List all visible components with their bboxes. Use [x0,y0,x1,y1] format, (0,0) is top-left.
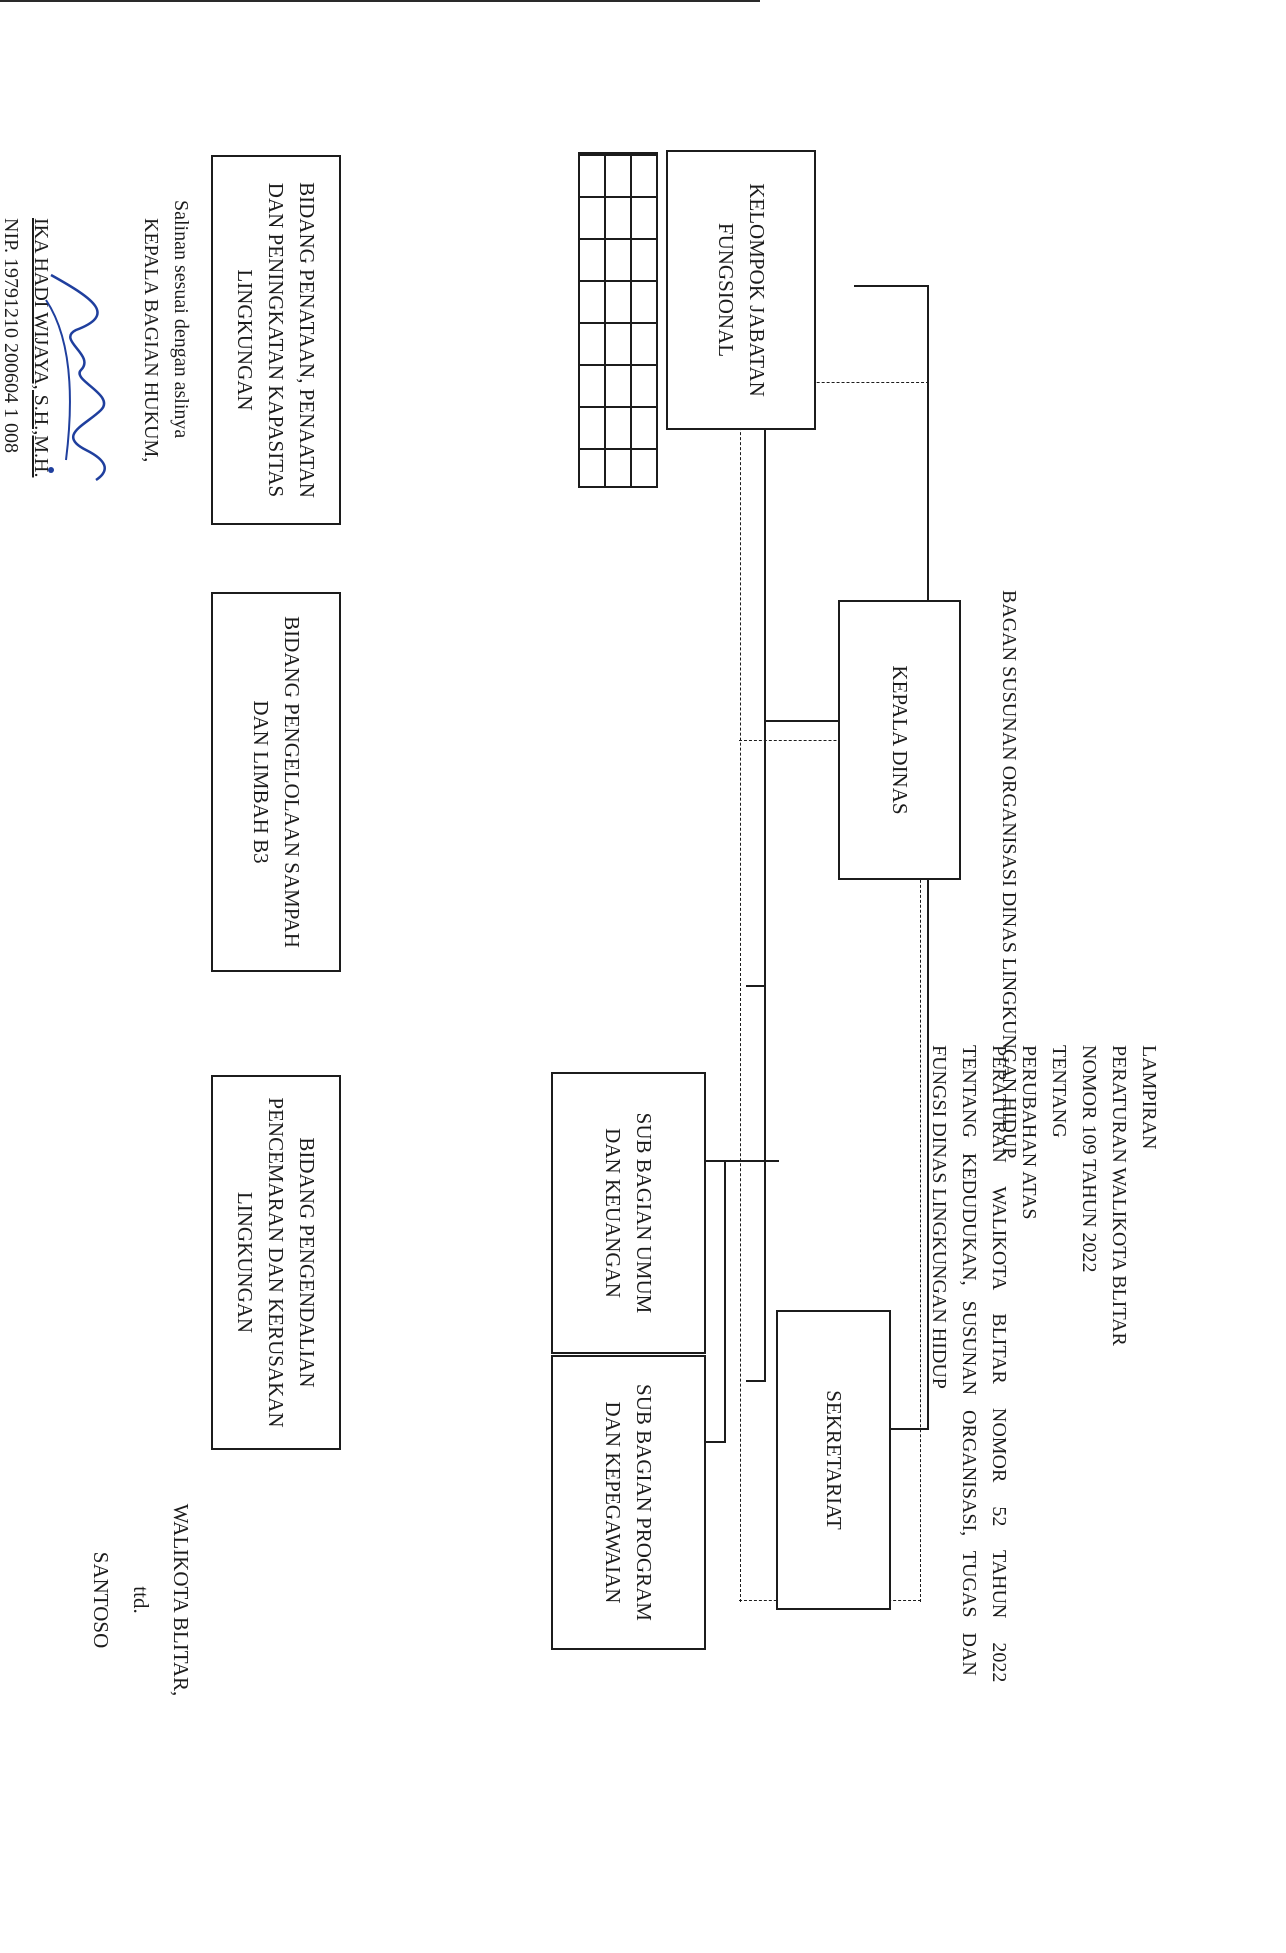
certifier-nip: NIP. 19791210 200604 1 008 [0,218,22,454]
bidang-sampah-line-1: BIDANG PENGELOLAAN SAMPAH [280,616,304,948]
box-bidang-penataan: BIDANG PENATAAN, PENAATAN DAN PENINGKATA… [211,155,341,525]
connector-sub-program [704,1160,726,1162]
walikota-ttd: ttd. [129,1586,153,1614]
connector-bidang-sampah [746,985,766,987]
walikota-signature-block: WALIKOTA BLITAR, ttd. SANTOSO [81,1450,201,1750]
header-line-kedudukan: TENTANG KEDUDUKAN, SUSUNAN ORGANISASI, T… [958,1045,980,1676]
sub-umum-line-1: SUB BAGIAN UMUM [632,1112,657,1314]
chart-title: BAGAN SUSUNAN ORGANISASI DINAS LINGKUNGA… [998,590,1020,1159]
sekretariat-label: SEKRETARIAT [822,1390,846,1530]
box-bidang-pengelolaan-sampah: BIDANG PENGELOLAAN SAMPAH DAN LIMBAH B3 [211,592,341,972]
fungsional-grid [578,152,658,488]
fungsional-line-1: KELOMPOK JABATAN [745,183,769,397]
box-sekretariat: SEKRETARIAT [776,1310,891,1610]
box-bidang-pengendalian: BIDANG PENGENDALIAN PENCEMARAN DAN KERUS… [211,1075,341,1450]
connector-fungsional [854,285,929,287]
connector-sekretariat-down [887,1428,929,1430]
bidang-pengendalian-line-2: PENCEMARAN DAN KERUSAKAN [264,1097,289,1428]
dashed-coordination-horizontal [740,382,741,1602]
bidang-sampah-line-2: DAN LIMBAH B3 [249,700,273,864]
sub-program-line-2: DAN KEPEGAWAIAN [601,1401,626,1604]
bidang-penataan-line-3: LINGKUNGAN [233,269,258,411]
box-kelompok-jabatan-fungsional: KELOMPOK JABATAN FUNGSIONAL [666,150,816,430]
connector-sub-umum [704,1441,726,1443]
box-sub-bagian-umum: SUB BAGIAN UMUM DAN KEUANGAN [551,1072,706,1354]
header-line-lampiran: LAMPIRAN [1138,1045,1160,1150]
connector-subbag-horizontal [724,1160,726,1443]
header-line-nomor: NOMOR 109 TAHUN 2022 [1078,1045,1100,1273]
connector-bidang-horizontal [764,382,766,1382]
box-sub-bagian-program: SUB BAGIAN PROGRAM DAN KEPEGAWAIAN [551,1355,706,1650]
bidang-penataan-line-2: DAN PENINGKATAN KAPASITAS [264,182,289,498]
bidang-pengendalian-line-1: BIDANG PENGENDALIAN [295,1137,320,1388]
bidang-penataan-line-1: BIDANG PENATAAN, PENAATAN [295,182,320,498]
header-line-tentang: TENTANG [1048,1045,1070,1138]
fungsional-line-2: FUNGSIONAL [714,222,738,358]
header-line-peraturan: PERATURAN WALIKOTA BLITAR [1108,1045,1130,1346]
walikota-name: SANTOSO [89,1551,113,1649]
sub-program-line-1: SUB BAGIAN PROGRAM [632,1384,657,1621]
connector-sekretariat-subbag [724,1160,779,1162]
handwritten-signature [45,273,106,482]
box-kepala-dinas: KEPALA DINAS [838,600,961,880]
kepala-dinas-label: KEPALA DINAS [888,665,912,815]
sub-umum-line-2: DAN KEUANGAN [601,1128,626,1298]
walikota-title: WALIKOTA BLITAR, [169,1503,193,1697]
scan-edge-line [0,0,760,2]
bidang-pengendalian-line-3: LINGKUNGAN [233,1191,258,1334]
connector-bidang-pengendalian [746,1380,766,1382]
kepala-bagian-hukum: KEPALA BAGIAN HUKUM, [140,218,162,463]
salinan-line: Salinan sesuai dengan aslinya [170,200,192,439]
